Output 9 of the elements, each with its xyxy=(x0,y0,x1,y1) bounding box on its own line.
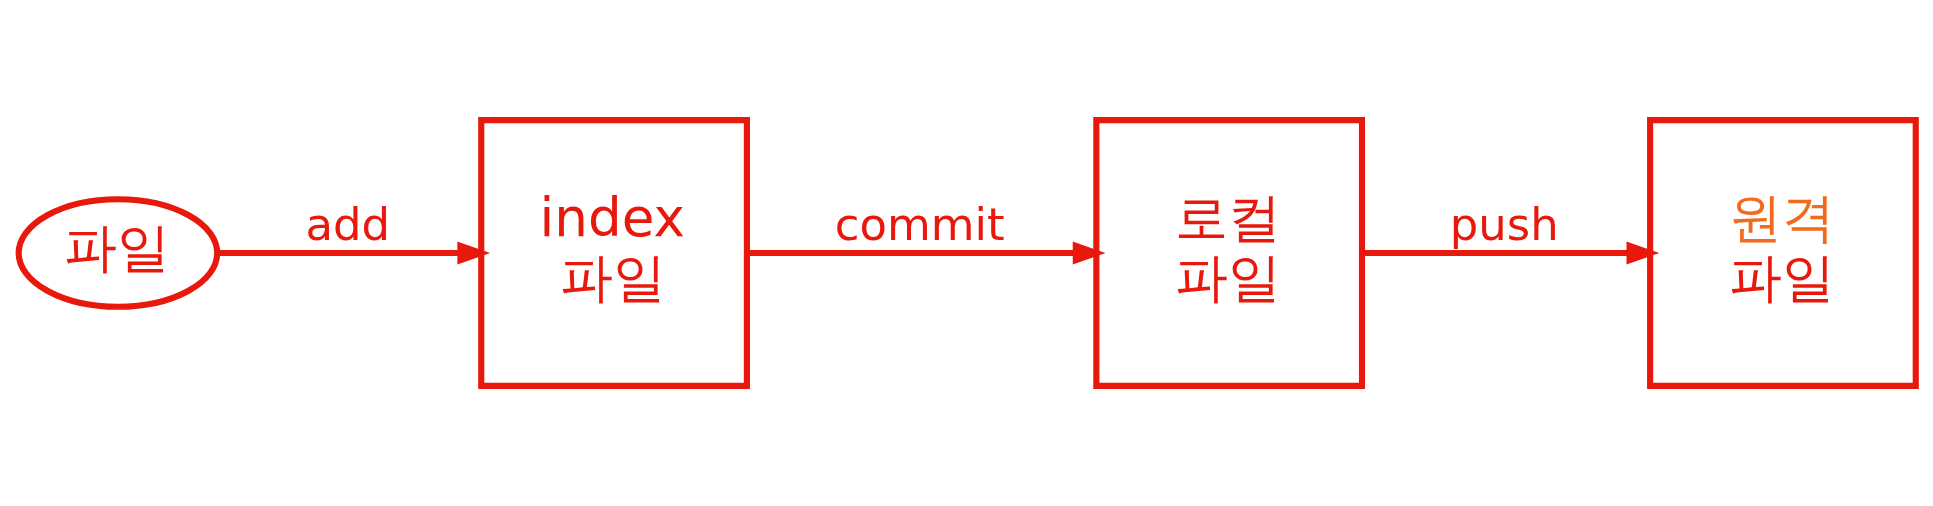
node-ellipse: 파일 xyxy=(15,196,220,310)
edge-label: commit xyxy=(834,197,1005,251)
arrow xyxy=(217,241,490,265)
arrow xyxy=(746,241,1106,265)
node-box: index 파일 xyxy=(477,117,750,389)
node-box: 로컬 파일 xyxy=(1092,117,1365,389)
node-box: 원격 파일 xyxy=(1646,117,1919,389)
edge-label: add xyxy=(305,197,390,251)
edge-label: push xyxy=(1449,197,1559,251)
